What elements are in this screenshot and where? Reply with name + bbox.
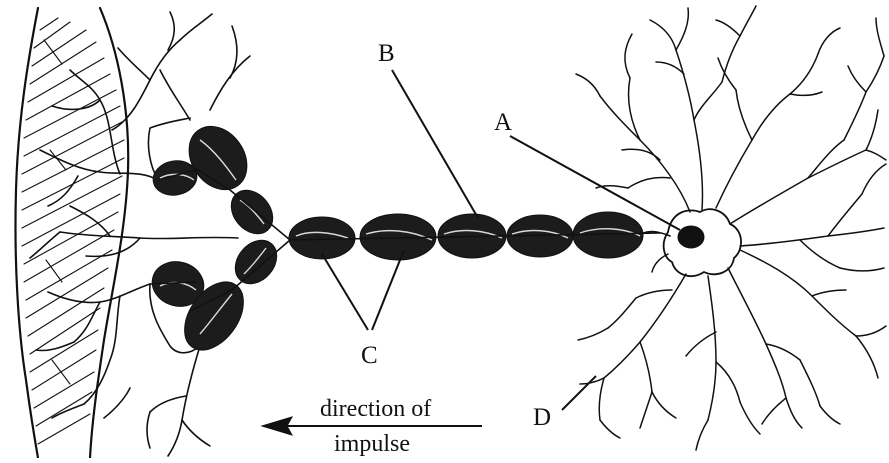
upper-branch-sheath [150,115,281,242]
leader-line-d [562,376,596,410]
label-c-group: C [322,250,404,369]
label-d: D [533,404,551,431]
impulse-direction: direction of impulse [262,396,482,457]
motor-end-plates [30,12,250,456]
leader-line-c-left [322,254,368,330]
label-d-group: D [533,376,596,431]
label-b-group: B [378,40,478,218]
leader-line-c-right [372,250,404,330]
cell-body [664,209,741,276]
caption-line-1: direction of [320,396,431,422]
direction-arrow-head [262,417,292,435]
label-a-group: A [494,109,680,230]
label-c: C [361,342,378,369]
label-a: A [494,109,512,136]
caption-line-2: impulse [334,431,410,457]
muscle-hatching [22,18,124,444]
label-b: B [378,40,395,67]
nucleus [678,226,704,248]
leader-line-b [392,70,478,218]
